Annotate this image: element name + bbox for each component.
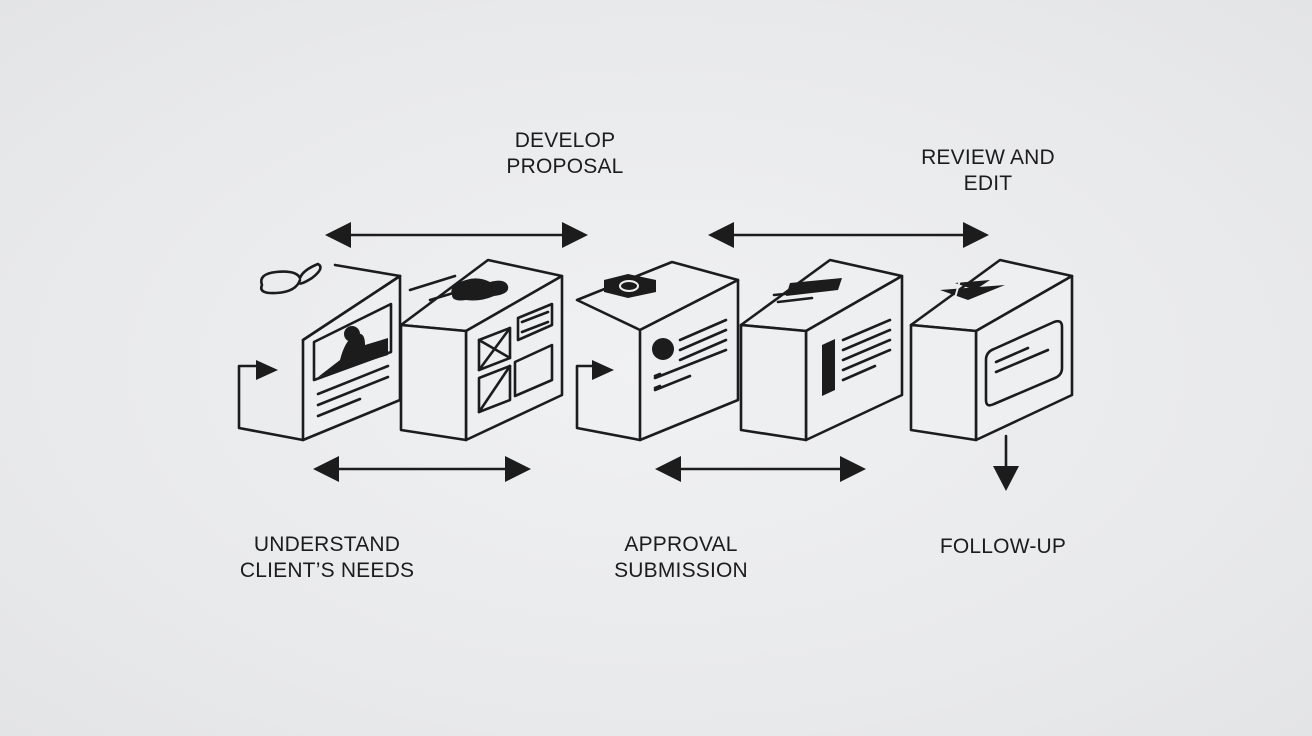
arrow-approval-submission	[655, 456, 866, 482]
step-label-understand-needs: UNDERSTAND CLIENT’S NEEDS	[222, 532, 432, 584]
document-sidebar-icon	[739, 258, 904, 442]
step-label-line: FOLLOW-UP	[939, 535, 1067, 558]
step-label-follow-up: FOLLOW-UP	[928, 534, 1078, 560]
loop-connector-middle	[575, 360, 642, 442]
window-panel-icon	[909, 258, 1074, 442]
step-label-line: DEVELOP	[514, 129, 616, 152]
arrow-follow-up	[993, 434, 1019, 491]
step-label-approval-submission: APPROVAL SUBMISSION	[596, 532, 766, 584]
step-label-line: CLIENT’S NEEDS	[239, 559, 415, 582]
arrow-understand-needs	[313, 456, 531, 482]
profile-list-icon	[575, 260, 740, 442]
step-label-line: PROPOSAL	[506, 155, 624, 178]
step-label-line: APPROVAL	[624, 533, 738, 556]
step-label-line: SUBMISSION	[614, 559, 748, 582]
step-label-review-edit: REVIEW AND EDIT	[908, 145, 1068, 197]
loop-connector-left	[237, 360, 305, 442]
step-label-line: EDIT	[963, 172, 1013, 195]
arrow-develop-proposal	[325, 222, 588, 248]
arrow-review-edit	[708, 222, 989, 248]
step-label-develop-proposal: DEVELOP PROPOSAL	[495, 128, 635, 180]
step-label-line: UNDERSTAND	[253, 533, 401, 556]
step-label-line: REVIEW AND	[921, 146, 1055, 169]
layout-grid-icon	[399, 258, 564, 442]
portrait-card-icon	[260, 262, 402, 442]
